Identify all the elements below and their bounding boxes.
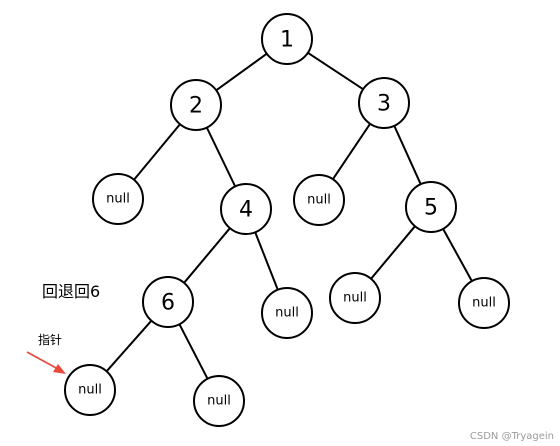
tree-node-n5L: null [329, 272, 381, 324]
edge-n3-n3L [332, 123, 371, 180]
tree-node-n6R: null [193, 375, 245, 427]
node-circle [358, 77, 410, 129]
node-label: 2 [189, 94, 203, 119]
node-label: null [307, 193, 331, 208]
edge-n3-n5 [393, 125, 422, 185]
node-circle [293, 174, 345, 226]
node-circle [142, 276, 194, 328]
edge-n6-n6L [105, 320, 153, 372]
tree-node-n1: 1 [261, 13, 313, 65]
step-note: 回退回6 [42, 282, 100, 301]
edge-n2-n4 [205, 127, 237, 187]
node-circle [329, 272, 381, 324]
node-circle [92, 173, 144, 225]
node-label: null [472, 296, 496, 311]
tree-node-n2L: null [92, 173, 144, 225]
tree-node-n3: 3 [358, 77, 410, 129]
pointer-arrow-icon [26, 351, 66, 374]
tree-node-n4R: null [261, 287, 313, 339]
edge-n1-n3 [307, 51, 364, 91]
node-circle [170, 79, 222, 131]
tree-node-n2: 2 [170, 79, 222, 131]
edge-n6-n6R [178, 323, 209, 380]
node-label: 4 [239, 198, 253, 223]
node-label: 6 [161, 291, 175, 316]
tree-node-n4: 4 [220, 183, 272, 235]
node-circle [64, 364, 116, 416]
node-label: null [207, 394, 231, 409]
node-label: 5 [424, 196, 438, 221]
edge-n4-n4R [254, 231, 279, 291]
tree-node-n6L: null [64, 364, 116, 416]
nodes-layer: 1 2 3 null 4 null 5 6 null null null null null [64, 13, 510, 427]
node-circle [220, 183, 272, 235]
edge-n2-n2L [133, 123, 181, 181]
edge-n5-n5L [370, 225, 416, 280]
node-label: null [343, 291, 367, 306]
node-label: null [275, 306, 299, 321]
edges-layer [105, 51, 473, 380]
node-circle [458, 277, 510, 329]
tree-node-n6: 6 [142, 276, 194, 328]
tree-node-n3L: null [293, 174, 345, 226]
edge-n1-n2 [215, 52, 268, 92]
node-circle [261, 287, 313, 339]
node-circle [261, 13, 313, 65]
node-label: null [106, 192, 130, 207]
watermark: CSDN @Tryagein [470, 431, 554, 442]
node-circle [405, 181, 457, 233]
tree-node-n5R: null [458, 277, 510, 329]
node-circle [193, 375, 245, 427]
node-label: 1 [280, 28, 294, 53]
pointer-label: 指针 [38, 332, 62, 347]
node-label: 3 [377, 92, 391, 117]
edge-n4-n6 [183, 227, 231, 284]
node-label: null [78, 383, 102, 398]
edge-n5-n5R [442, 228, 473, 282]
tree-node-n5: 5 [405, 181, 457, 233]
